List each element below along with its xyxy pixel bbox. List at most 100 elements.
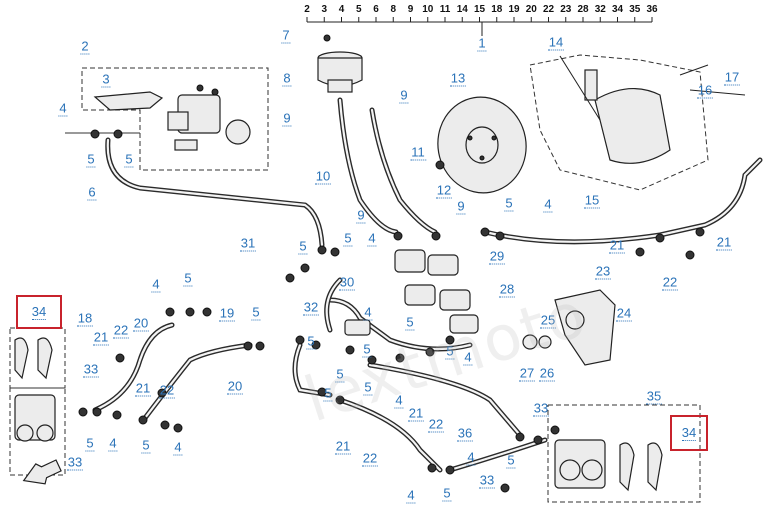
callout-22-c[interactable]: 22 [158,382,176,399]
callout-4-b[interactable]: 4 [543,196,553,213]
callout-5-c[interactable]: 5 [504,195,514,212]
callout-7[interactable]: 7 [281,27,291,44]
callout-16[interactable]: 16 [696,82,714,99]
assembly-number: 3 [321,4,328,15]
callout-21-a[interactable]: 21 [608,237,626,254]
fitting-washer [295,335,305,345]
callout-3[interactable]: 3 [101,71,111,88]
callout-22-d[interactable]: 22 [427,416,445,433]
callout-22-a[interactable]: 22 [661,274,679,291]
callout-15[interactable]: 15 [583,192,601,209]
callout-4-g[interactable]: 4 [394,392,404,409]
callout-35[interactable]: 35 [645,388,663,405]
highlight-box-left[interactable]: 34 [16,295,62,329]
callout-21-d[interactable]: 21 [134,380,152,397]
callout-5-b[interactable]: 5 [124,151,134,168]
callout-5-n[interactable]: 5 [141,437,151,454]
callout-5-e[interactable]: 5 [343,230,353,247]
callout-11[interactable]: 11 [410,144,426,161]
callout-24[interactable]: 24 [615,305,633,322]
callout-9-d[interactable]: 9 [456,198,466,215]
callout-1[interactable]: 1 [477,35,487,52]
callout-5-q[interactable]: 5 [306,333,316,350]
callout-33-a[interactable]: 33 [82,361,100,378]
assembly-number: 20 [525,4,537,15]
callout-14[interactable]: 14 [547,34,565,51]
fitting-washer [330,247,340,257]
callout-5-f[interactable]: 5 [183,270,193,287]
assembly-number: 11 [439,4,451,15]
callout-33-b[interactable]: 33 [66,454,84,471]
callout-4-h[interactable]: 4 [108,435,118,452]
callout-19[interactable]: 19 [218,305,236,322]
callout-4-c[interactable]: 4 [367,230,377,247]
callout-36[interactable]: 36 [456,425,474,442]
fitting-washer [367,355,377,365]
callout-5-d[interactable]: 5 [298,238,308,255]
callout-33-d[interactable]: 33 [478,472,496,489]
brake-lines [92,97,763,473]
fitting-washer [445,335,455,345]
callout-5-m[interactable]: 5 [85,435,95,452]
callout-22-b[interactable]: 22 [112,322,130,339]
callout-29[interactable]: 29 [488,248,506,265]
disc-guard-assembly [529,54,746,191]
callout-22-e[interactable]: 22 [361,450,379,467]
callout-4-e[interactable]: 4 [363,304,373,321]
callout-20-a[interactable]: 20 [132,315,150,332]
callout-30[interactable]: 30 [338,274,356,291]
callout-34-right: 34 [681,425,697,441]
callout-21-e[interactable]: 21 [407,405,425,422]
callout-33-c[interactable]: 33 [532,400,550,417]
callout-5-a[interactable]: 5 [86,151,96,168]
callout-10[interactable]: 10 [314,168,332,185]
callout-4-d[interactable]: 4 [151,276,161,293]
callout-5-p[interactable]: 5 [442,485,452,502]
callout-12[interactable]: 12 [435,182,453,199]
highlight-box-right[interactable]: 34 [670,415,708,451]
callout-5-j[interactable]: 5 [445,343,455,360]
callout-5-r[interactable]: 5 [323,385,333,402]
callout-9-a[interactable]: 9 [399,87,409,104]
callout-8[interactable]: 8 [282,70,292,87]
callout-4-j[interactable]: 4 [466,449,476,466]
callout-26[interactable]: 26 [538,365,556,382]
callout-5-i[interactable]: 5 [362,341,372,358]
callout-13[interactable]: 13 [449,70,467,87]
fitting-washer [173,423,183,433]
callout-9-b[interactable]: 9 [282,110,292,127]
callout-32[interactable]: 32 [302,299,320,316]
callout-23[interactable]: 23 [594,263,612,280]
fitting-washer [138,415,148,425]
callout-5-o[interactable]: 5 [506,452,516,469]
callout-18[interactable]: 18 [76,310,94,327]
fitting-washer [255,341,265,351]
fitting-washer [202,307,212,317]
callout-17[interactable]: 17 [723,69,741,86]
callout-5-h[interactable]: 5 [405,314,415,331]
fitting-washer [285,273,295,283]
callout-4-a[interactable]: 4 [58,100,68,117]
callout-28[interactable]: 28 [498,281,516,298]
callout-6[interactable]: 6 [87,184,97,201]
callout-4-i[interactable]: 4 [173,439,183,456]
callout-20-b[interactable]: 20 [226,378,244,395]
fitting-washer [92,407,102,417]
callout-5-k[interactable]: 5 [335,366,345,383]
assembly-number: 5 [355,4,362,15]
callout-9-c[interactable]: 9 [356,207,366,224]
callout-21-b[interactable]: 21 [715,234,733,251]
callout-21-f[interactable]: 21 [334,438,352,455]
callout-2[interactable]: 2 [80,38,90,55]
callout-25[interactable]: 25 [539,312,557,329]
callout-5-l[interactable]: 5 [363,379,373,396]
callout-5-g[interactable]: 5 [251,304,261,321]
fitting-washer [685,250,695,260]
callout-27[interactable]: 27 [518,365,536,382]
assembly-number: 10 [422,4,434,15]
callout-21-c[interactable]: 21 [92,329,110,346]
callout-4-k[interactable]: 4 [406,487,416,504]
callout-31[interactable]: 31 [239,235,257,252]
fitting-washer [317,245,327,255]
callout-4-f[interactable]: 4 [463,349,473,366]
